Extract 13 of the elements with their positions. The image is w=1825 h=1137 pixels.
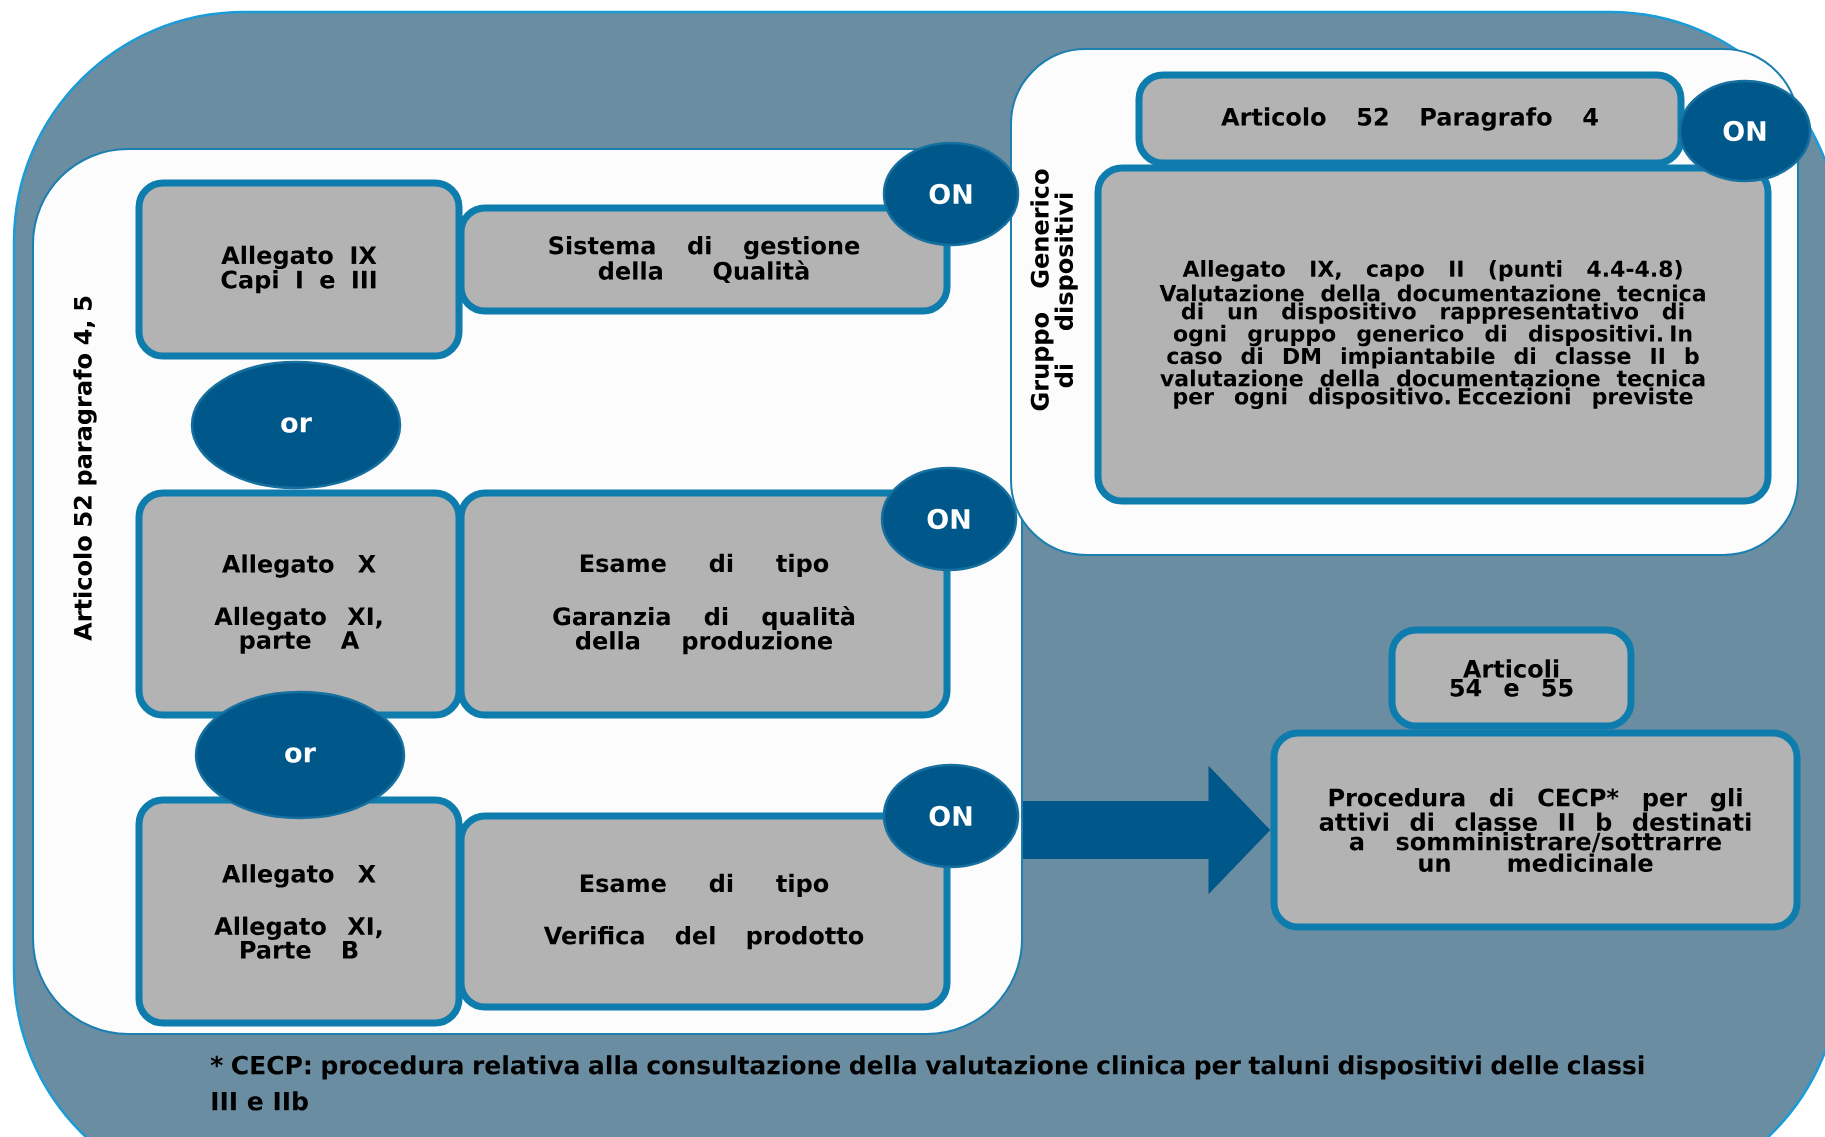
process-box: Procedura di CECP* per gli attivi di classe II b destinati a somministrare/sottrarre un medicinale xyxy=(1270,729,1801,931)
process-box: Allegato X Allegato XI, Parte B xyxy=(135,796,463,1027)
connector-oval: or xyxy=(194,690,406,820)
process-box: Allegato IX, capo II (punti 4.4-4.8) Valutazione della documentazione tecnica di un dispositivo rappresentativo di ogni gruppo generico di dispositivi. In caso di DM impiantabile di classe II b valutazione della documentazione tecnica per ogni dispositivo. Eccezioni previste xyxy=(1094,164,1772,505)
process-box: Articoli 54 e 55 xyxy=(1388,626,1635,730)
connector-oval: or xyxy=(190,360,402,490)
process-box: Articolo 52 Paragrafo 4 xyxy=(1135,71,1685,167)
process-box: Allegato IX Capi I e III xyxy=(135,179,463,360)
footnote: * CECP: procedura relativa alla consultazione della valutazione clinica per taluni dispositivi delle classi III e IIb xyxy=(210,1055,1644,1111)
process-box: Allegato X Allegato XI, parte A xyxy=(135,489,463,719)
connector-oval: ON xyxy=(880,466,1018,572)
connector-oval: ON xyxy=(882,763,1020,869)
connector-oval: ON xyxy=(1678,79,1812,183)
